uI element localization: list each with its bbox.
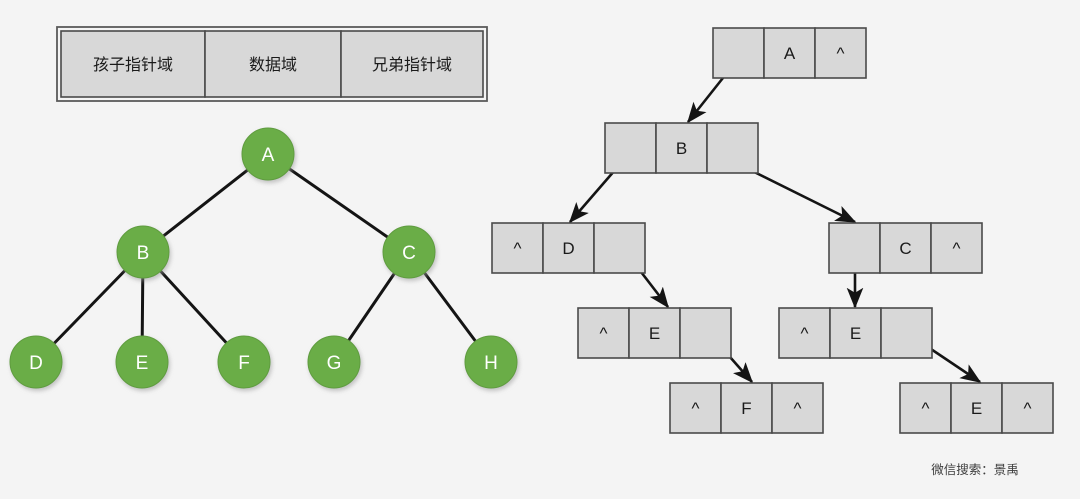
child-pointer-field (899, 382, 952, 434)
data-field (720, 382, 773, 434)
tree-edge-b-e (140, 276, 145, 338)
child-pointer-field-label: ^ (514, 239, 522, 258)
tree-node-label: B (137, 243, 150, 264)
tree-node-circle (464, 335, 518, 389)
tree-node-label: F (238, 353, 250, 374)
tree-node-label: E (136, 353, 149, 374)
child-pointer-field (604, 122, 657, 174)
sibling-pointer-field (814, 27, 867, 79)
legend-cell-0 (60, 30, 206, 98)
child-pointer-field (778, 307, 831, 359)
tree-edge-c-g (347, 271, 396, 343)
tree-node-label: D (29, 353, 43, 374)
data-field-label: B (676, 139, 687, 158)
data-field-label: D (562, 239, 574, 258)
child-pointer-field-label: ^ (692, 399, 700, 418)
linked-node-nE2[interactable]: ^E (778, 307, 933, 359)
tree-edge-a-b (161, 168, 250, 238)
child-pointer-field-label: ^ (801, 324, 809, 343)
sibling-pointer-field-label: ^ (837, 44, 845, 63)
data-field (829, 307, 882, 359)
legend-cell-label: 孩子指针域 (93, 55, 173, 74)
data-field-label: C (899, 239, 911, 258)
child-pointer-field-label: ^ (600, 324, 608, 343)
sibling-pointer-field (679, 307, 732, 359)
legend-cell-1 (204, 30, 342, 98)
tree-edge-b-d (52, 269, 127, 345)
tree-node-circle (382, 225, 436, 279)
tree-node-circle (241, 127, 295, 181)
tree-node-g[interactable]: G (307, 335, 361, 389)
sibling-pointer-field-label: ^ (953, 239, 961, 258)
node-structure-legend: 孩子指针域 数据域 兄弟指针域 (56, 26, 488, 102)
legend-cell-2 (340, 30, 484, 98)
data-field-label: A (784, 44, 796, 63)
child-pointer-field (712, 27, 765, 79)
tree-node-label: C (402, 243, 416, 264)
data-field-label: E (649, 324, 660, 343)
data-field (950, 382, 1003, 434)
linked-node-nB[interactable]: B (604, 122, 759, 174)
linked-node-nC[interactable]: C^ (828, 222, 983, 274)
sibling-pointer-field (593, 222, 646, 274)
child-pointer-field-label: ^ (922, 399, 930, 418)
data-field-label: F (741, 399, 751, 418)
linked-node-nE1[interactable]: ^E (577, 307, 732, 359)
tree-edge-c-h (423, 271, 477, 343)
tree-node-e[interactable]: E (115, 335, 169, 389)
legend-cell-label: 兄弟指针域 (372, 55, 452, 74)
sibling-pointer-field (771, 382, 824, 434)
data-field-label: E (971, 399, 982, 418)
tree-nodes: A B C D E F G H (9, 127, 518, 389)
data-field-label: E (850, 324, 861, 343)
child-pointer-field (828, 222, 881, 274)
tree-node-a[interactable]: A (241, 127, 295, 181)
data-field (542, 222, 595, 274)
linked-node-nF[interactable]: ^ F ^ (669, 382, 824, 434)
legend-outer-border (56, 26, 488, 102)
data-field (655, 122, 708, 174)
tree-edge-b-f (159, 269, 228, 345)
sibling-pointer-field (880, 307, 933, 359)
sibling-pointer-field-label: ^ (794, 399, 802, 418)
tree-node-b[interactable]: B (116, 225, 170, 279)
sibling-pointer-field-label: ^ (1024, 399, 1032, 418)
tree-node-d[interactable]: D (9, 335, 63, 389)
tree-edge-a-c (287, 167, 390, 239)
child-pointer-field (491, 222, 544, 274)
linked-node-nD[interactable]: ^D (491, 222, 646, 274)
tree-node-h[interactable]: H (464, 335, 518, 389)
tree-node-label: A (262, 145, 275, 166)
tree-node-f[interactable]: F (217, 335, 271, 389)
tree-node-label: H (484, 353, 498, 374)
tree-node-circle (116, 225, 170, 279)
tree-node-label: G (327, 353, 342, 374)
legend-cell-label: 数据域 (249, 55, 297, 74)
tree-node-circle (217, 335, 271, 389)
sibling-pointer-field (706, 122, 759, 174)
sibling-pointer-field (1001, 382, 1054, 434)
linked-node-nE3[interactable]: ^ E ^ (899, 382, 1054, 434)
tree-node-circle (115, 335, 169, 389)
tree-node-circle (9, 335, 63, 389)
watermark: 微信搜索：景禹 (931, 462, 1019, 477)
sibling-pointer-field (930, 222, 983, 274)
linked-node-nA[interactable]: A^ (712, 27, 867, 79)
tree-node-c[interactable]: C (382, 225, 436, 279)
tree-edges (52, 167, 477, 345)
tree-node-circle (307, 335, 361, 389)
data-field (763, 27, 816, 79)
